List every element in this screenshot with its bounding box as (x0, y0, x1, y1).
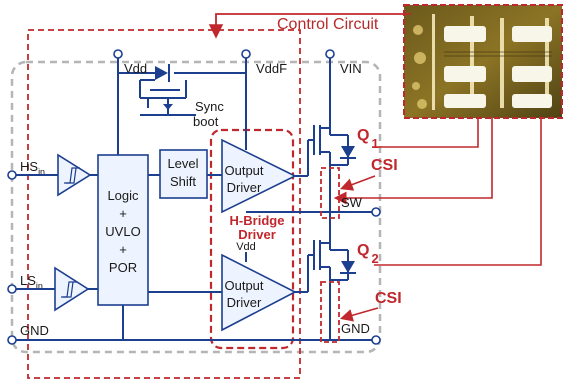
csi-top-box (320, 167, 340, 219)
hbridge-outline (209, 128, 295, 350)
mosfet-q1-icon (308, 125, 349, 190)
driver-bottom-line-1: Output (224, 278, 263, 293)
q2-body-diode-icon (341, 261, 355, 273)
driver-bottom-line-2: Driver (227, 295, 262, 310)
level-shift-block (159, 149, 208, 199)
vdd-mid-label: Vdd (236, 241, 256, 253)
csi-bottom-label: CSI (375, 290, 402, 307)
gnd-left-label: GND (20, 323, 49, 338)
hbridge-label-2: Driver (238, 227, 276, 242)
boot-label: boot (193, 114, 219, 129)
hs-in-terminal (7, 170, 17, 180)
output-driver-top (221, 138, 297, 214)
gnd-right-label: GND (341, 321, 370, 336)
output-driver-bottom (221, 253, 297, 332)
gnd-right-terminal (371, 335, 381, 345)
control-circuit-photo (403, 4, 563, 119)
schmitt-trigger-hs-icon (57, 153, 92, 197)
sw-label: SW (341, 195, 363, 210)
hbridge-label-1: H-Bridge (230, 213, 285, 228)
vin-label: VIN (340, 61, 362, 76)
vdd-terminal (113, 49, 123, 59)
hs-in-label: HSin (20, 159, 45, 177)
q1-body-diode-icon (341, 146, 355, 158)
chip-outline (10, 60, 382, 354)
csi-top-label: CSI (371, 157, 398, 174)
vddf-terminal (241, 49, 251, 59)
logic-line-1: Logic (107, 188, 139, 203)
q1-link-line (372, 118, 479, 148)
level-label: Level (167, 156, 198, 171)
csi-top-link (333, 118, 493, 205)
csi-bottom-box (320, 281, 340, 343)
control-circuit-label: Control Circuit (277, 16, 379, 33)
sw-terminal (371, 207, 381, 217)
q2-link-line (374, 118, 542, 266)
driver-ic-outline (27, 29, 301, 379)
ls-in-terminal (7, 284, 17, 294)
control-arrow (208, 13, 411, 39)
diode-icon (155, 64, 170, 82)
driver-top-line-2: Driver (227, 180, 262, 195)
power-wiring (117, 58, 331, 155)
ls-in-label: LSin (20, 273, 43, 291)
csi-bottom-arrow (339, 307, 379, 322)
sync-label: Sync (195, 99, 224, 114)
logic-line-2: + (119, 206, 127, 221)
gnd-left-terminal (7, 335, 17, 345)
vdd-top-label: Vdd (124, 61, 147, 76)
logic-uvlo-por-block (97, 154, 149, 306)
driver-top-line-1: Output (224, 163, 263, 178)
vddf-label: VddF (256, 61, 287, 76)
sync-boot-transistor-icon (147, 89, 180, 110)
schmitt-trigger-ls-icon (54, 266, 90, 312)
logic-line-5: POR (109, 260, 137, 275)
shift-label: Shift (170, 174, 196, 189)
csi-top-arrow (340, 175, 376, 191)
vin-terminal (325, 49, 335, 59)
logic-line-3: UVLO (105, 224, 140, 239)
logic-line-4: + (119, 242, 127, 257)
